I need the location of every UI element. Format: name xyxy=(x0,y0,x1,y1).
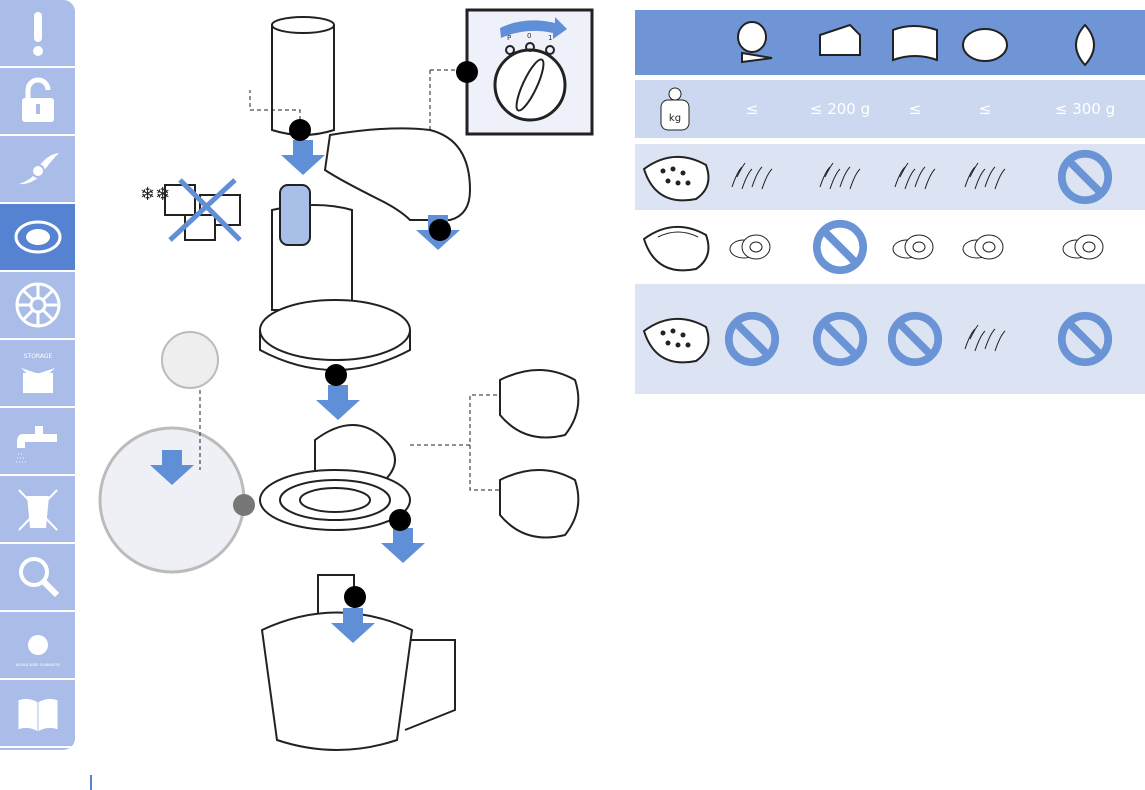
assembly-illustration: ❄❄ P 0 1 xyxy=(90,0,620,760)
dial-label-0: 0 xyxy=(527,32,531,40)
header-row xyxy=(635,10,1145,75)
warning-hand xyxy=(162,332,218,388)
fine-disc xyxy=(500,470,578,538)
disc-row-slicing-disc xyxy=(635,212,1145,280)
slicing-disc-icon xyxy=(635,214,715,280)
motor-arm xyxy=(325,128,470,220)
no-ice-icon xyxy=(165,180,240,240)
sidebar-item-crossed-bin[interactable] xyxy=(0,476,75,544)
kg-weight-icon: kg xyxy=(635,80,715,138)
not-allowed-icon xyxy=(1045,144,1125,210)
potato-icon xyxy=(945,10,1025,75)
sidebar-item-book[interactable] xyxy=(0,680,75,748)
dial-label-1: 1 xyxy=(548,34,552,42)
unlock-icon xyxy=(13,76,63,126)
sidebar-item-exclamation[interactable] xyxy=(0,0,75,68)
book-icon xyxy=(13,688,63,738)
page-margin-mark xyxy=(90,775,92,790)
inset-detail xyxy=(100,428,244,572)
not-allowed-icon xyxy=(1045,284,1125,394)
exclamation-icon xyxy=(13,8,63,58)
sidebar-item-label: WORLD-WIDE GUARANTEE xyxy=(15,663,60,667)
shreds-icon xyxy=(800,144,880,210)
not-allowed-icon xyxy=(800,214,880,280)
sidebar-item-whisk[interactable] xyxy=(0,272,75,340)
disc-icon xyxy=(13,212,63,262)
slices-icon xyxy=(945,214,1025,280)
sidebar: STORAGE WORLD-WIDE GUARANTEE xyxy=(0,0,75,750)
onion-icon xyxy=(1045,10,1125,75)
disc-holder xyxy=(260,425,410,530)
not-allowed-icon xyxy=(800,284,880,394)
shreds-icon xyxy=(875,144,955,210)
disc-row-coarse-shredding-disc xyxy=(635,142,1145,210)
weight-limit: ≤ xyxy=(945,80,1025,138)
whisk-icon xyxy=(13,280,63,330)
sidebar-item-storage-box[interactable]: STORAGE xyxy=(0,340,75,408)
sidebar-item-globe[interactable]: WORLD-WIDE GUARANTEE xyxy=(0,612,75,680)
cucumber-icon xyxy=(875,10,955,75)
not-allowed-icon xyxy=(712,284,792,394)
apple-carrot-icon xyxy=(712,10,792,75)
weight-limit: ≤ xyxy=(875,80,955,138)
slices-icon xyxy=(875,214,955,280)
magnifier-icon xyxy=(13,552,63,602)
slices-icon xyxy=(712,214,792,280)
coarse-disc xyxy=(500,370,578,438)
storage-box-icon: STORAGE xyxy=(13,348,63,398)
weight-limit: ≤ 200 g xyxy=(800,80,880,138)
food-pusher xyxy=(272,17,334,135)
sidebar-item-unlock[interactable] xyxy=(0,68,75,136)
blade-icon xyxy=(13,144,63,194)
sidebar-item-label: STORAGE xyxy=(23,353,52,360)
weight-row: kg≤≤ 200 g≤≤≤ 300 g xyxy=(635,80,1145,138)
not-allowed-icon xyxy=(875,284,955,394)
weight-limit: ≤ xyxy=(712,80,792,138)
sidebar-item-magnifier[interactable] xyxy=(0,544,75,612)
faucet-icon xyxy=(13,416,63,466)
coarse-shredding-disc-icon xyxy=(635,144,715,210)
cheese-icon xyxy=(800,10,880,75)
fine-shreds-icon xyxy=(945,284,1025,394)
small-pusher xyxy=(280,185,310,245)
weight-limit: ≤ 300 g xyxy=(1045,80,1125,138)
globe-icon: WORLD-WIDE GUARANTEE xyxy=(13,620,63,670)
dial-label-p: P xyxy=(507,34,511,42)
fine-shredding-disc-icon xyxy=(635,284,715,394)
sidebar-item-faucet[interactable] xyxy=(0,408,75,476)
snowflake-icon: ❄❄ xyxy=(140,184,170,205)
disc-row-fine-shredding-disc xyxy=(635,282,1145,394)
shreds-icon xyxy=(945,144,1025,210)
shreds-icon xyxy=(712,144,792,210)
kg-label: kg xyxy=(669,113,681,124)
sidebar-item-disc[interactable] xyxy=(0,204,75,272)
speed-dial[interactable] xyxy=(495,50,565,120)
crossed-bin-icon xyxy=(13,484,63,534)
sidebar-item-blade[interactable] xyxy=(0,136,75,204)
slices-icon xyxy=(1045,214,1125,280)
